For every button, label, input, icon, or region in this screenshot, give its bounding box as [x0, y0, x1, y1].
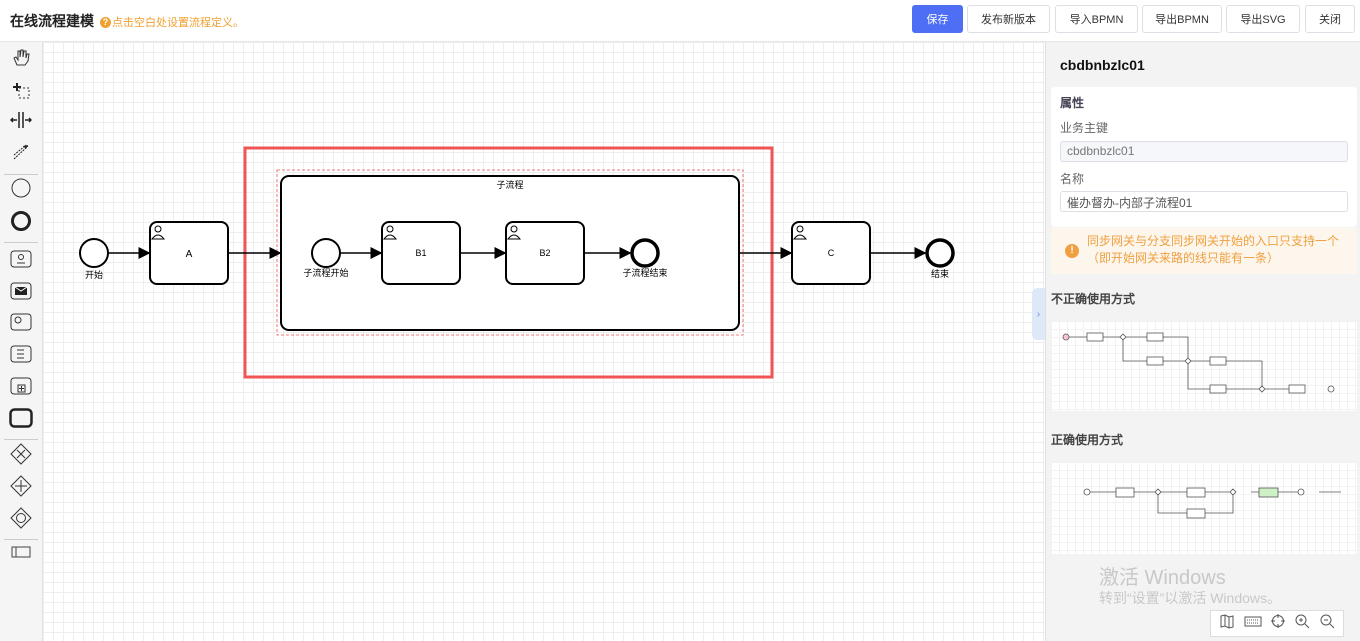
end-event-label: 结束 [931, 268, 949, 279]
publish-button[interactable]: 发布新版本 [967, 5, 1050, 33]
user-icon [382, 225, 398, 240]
zoom-out-icon[interactable] [1319, 613, 1335, 634]
sub-end-label: 子流程结束 [622, 267, 667, 278]
task-b2[interactable]: B2 [505, 221, 585, 285]
wrong-usage-title: 不正确使用方式 [1051, 292, 1136, 306]
warning-icon: ! [1065, 244, 1079, 258]
exclusive-gateway-icon[interactable] [9, 442, 33, 466]
canvas-toolbar [1210, 610, 1344, 637]
task-b1[interactable]: B1 [381, 221, 461, 285]
divider [4, 539, 38, 540]
keyboard-icon[interactable] [1244, 614, 1262, 633]
save-button[interactable]: 保存 [912, 5, 963, 33]
palette [0, 42, 43, 641]
subprocess-icon[interactable] [9, 374, 33, 398]
panel-title: cbdbnbzlc01 [1060, 57, 1145, 73]
properties-panel: cbdbnbzlc01 属性 业务主键 cbdbnbzlc01 名称 催办督办-… [1045, 42, 1360, 641]
export-svg-button[interactable]: 导出SVG [1226, 5, 1300, 33]
zoom-in-icon[interactable] [1294, 613, 1310, 634]
task-c-label: C [828, 248, 835, 258]
parallel-gateway-icon[interactable] [9, 474, 33, 498]
chevron-right-icon: › [1036, 308, 1041, 320]
warning-alert: ! 同步网关与分支同步网关开始的入口只支持一个 （即开始网关来路的线只能有一条） [1051, 228, 1357, 274]
start-event-icon[interactable] [9, 176, 33, 200]
end-event-icon[interactable] [9, 209, 33, 233]
close-button[interactable]: 关闭 [1305, 5, 1355, 33]
help-icon: ? [100, 16, 111, 28]
connect-tool-icon[interactable] [9, 140, 33, 164]
header: 在线流程建模 ?点击空白处设置流程定义。 保存 发布新版本 导入BPMN 导出B… [0, 0, 1360, 42]
export-bpmn-button[interactable]: 导出BPMN [1142, 5, 1222, 33]
panel-collapse-toggle[interactable]: › [1032, 288, 1045, 340]
pool-icon[interactable] [9, 540, 33, 564]
sub-start-event[interactable] [311, 238, 341, 268]
lasso-tool-icon[interactable] [9, 78, 33, 102]
end-event[interactable] [925, 238, 955, 268]
right-usage-title: 正确使用方式 [1051, 433, 1124, 447]
sub-end-event[interactable] [630, 238, 660, 268]
hint-text: 点击空白处设置流程定义。 [112, 17, 244, 29]
warning-line1: 同步网关与分支同步网关开始的入口只支持一个 [1087, 234, 1340, 248]
page-title: 在线流程建模 [10, 13, 94, 29]
user-icon [506, 225, 522, 240]
hint: ?点击空白处设置流程定义。 [100, 14, 244, 30]
minimap-icon[interactable] [1219, 613, 1235, 634]
divider [4, 439, 38, 440]
bpmn-diagram[interactable]: 开始 A 子流程 子流程开始 B1 B2 子流程结束 C 结束 [43, 42, 1045, 641]
wrong-usage-image [1051, 321, 1357, 411]
key-label: 业务主键 [1060, 121, 1109, 135]
name-input[interactable]: 催办督办-内部子流程01 [1060, 191, 1348, 212]
highlight-box [243, 146, 774, 379]
divider [4, 174, 38, 175]
user-icon [150, 225, 166, 240]
task-b1-label: B1 [415, 248, 426, 258]
right-usage-image [1051, 462, 1357, 554]
space-tool-icon[interactable] [9, 108, 33, 132]
subprocess-label: 子流程 [496, 179, 523, 190]
import-bpmn-button[interactable]: 导入BPMN [1055, 5, 1138, 33]
task-icon[interactable] [9, 406, 33, 430]
user-task-icon[interactable] [9, 247, 33, 271]
fit-viewport-icon[interactable] [1270, 613, 1286, 634]
properties-card: 属性 业务主键 cbdbnbzlc01 名称 催办督办-内部子流程01 [1051, 87, 1357, 227]
name-label: 名称 [1060, 172, 1085, 186]
sub-start-label: 子流程开始 [303, 267, 348, 278]
start-event-label: 开始 [85, 269, 103, 280]
warning-line2: （即开始网关来路的线只能有一条） [1087, 251, 1280, 265]
task-a-label: A [186, 249, 193, 260]
divider [4, 242, 38, 243]
key-input[interactable]: cbdbnbzlc01 [1060, 141, 1348, 162]
message-task-icon[interactable] [9, 279, 33, 303]
watermark-title: 激活 Windows [1099, 567, 1226, 589]
start-event[interactable] [79, 238, 109, 268]
inclusive-gateway-icon[interactable] [9, 506, 33, 530]
canvas[interactable]: 开始 A 子流程 子流程开始 B1 B2 子流程结束 C 结束 [43, 42, 1045, 641]
task-b2-label: B2 [539, 248, 550, 258]
service-task-icon[interactable] [9, 310, 33, 334]
user-icon [792, 225, 808, 240]
selection-outline [276, 169, 744, 336]
watermark-subtitle: 转到“设置”以激活 Windows。 [1099, 590, 1282, 606]
task-c[interactable]: C [791, 221, 871, 285]
task-a[interactable]: A [149, 221, 229, 285]
script-task-icon[interactable] [9, 342, 33, 366]
section-title: 属性 [1060, 96, 1085, 110]
hand-tool-icon[interactable] [9, 46, 33, 70]
